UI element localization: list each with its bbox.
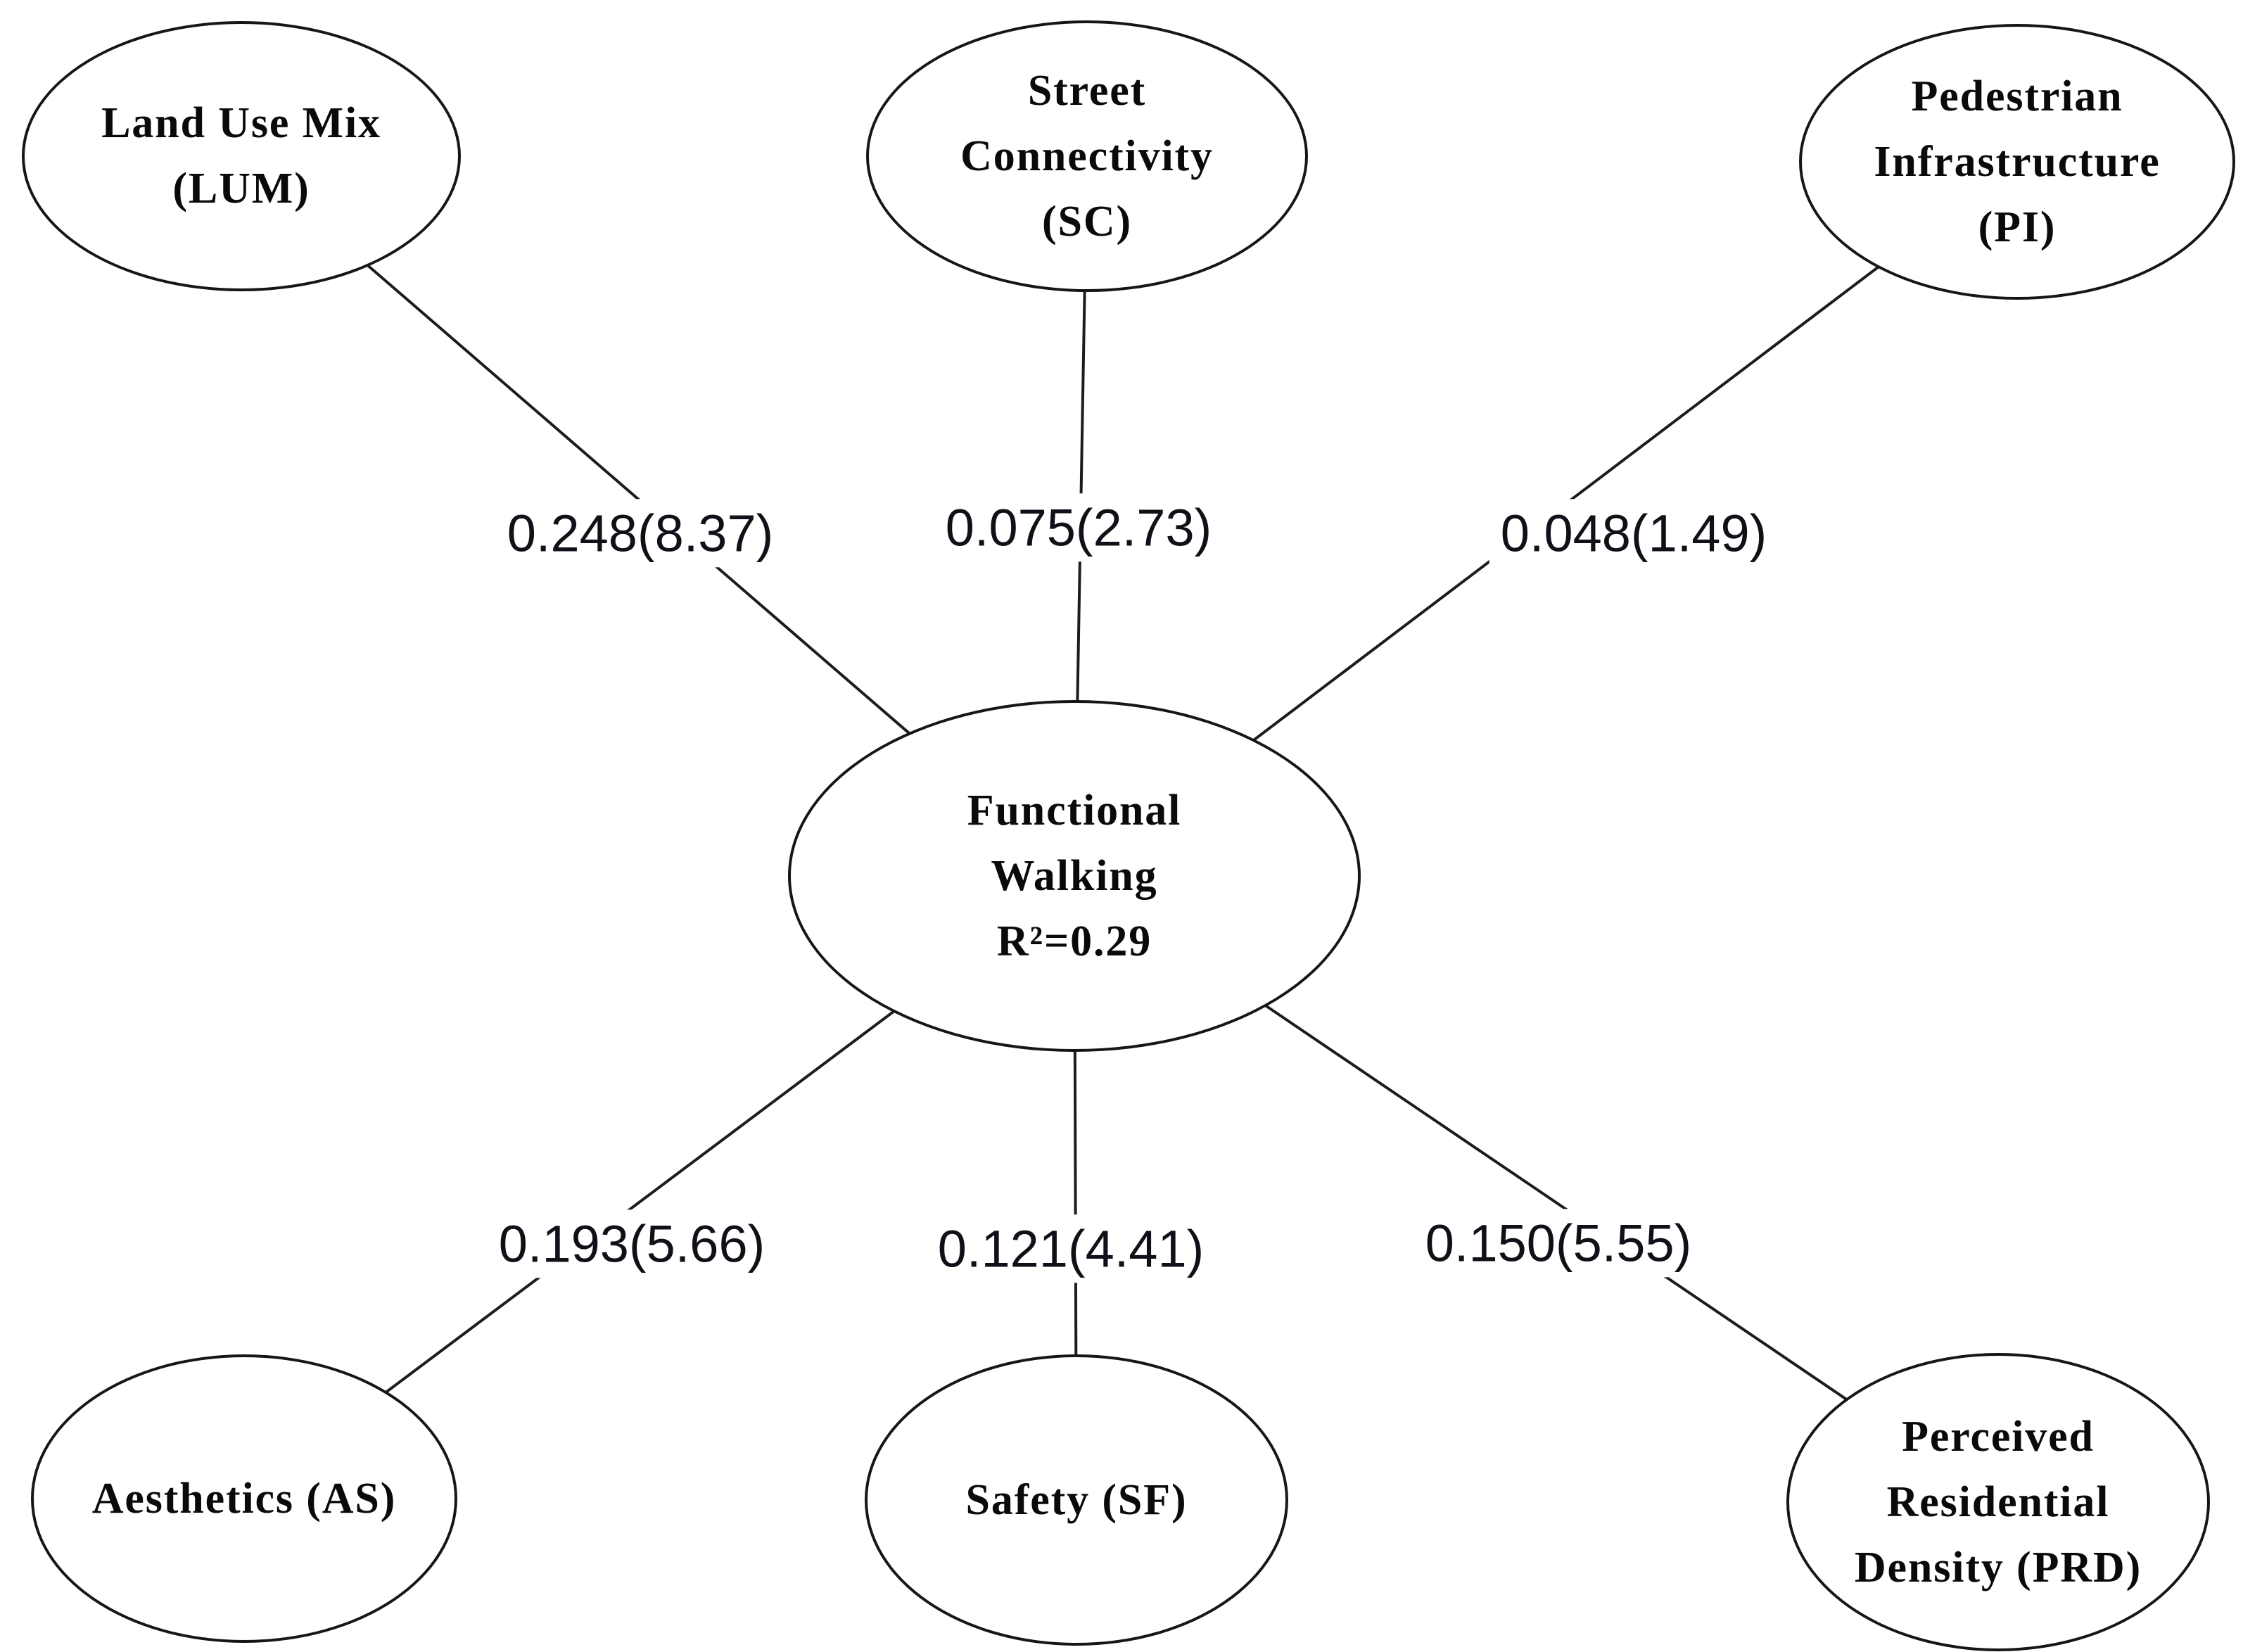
node-label-line: Street: [1027, 66, 1147, 115]
node-label: Aesthetics (AS): [92, 1466, 397, 1532]
node-label-line: Perceived: [1902, 1412, 2095, 1461]
node-label-line: Infrastructure: [1874, 137, 2161, 186]
node-aesthetics: Aesthetics (AS): [31, 1354, 457, 1643]
node-label: Safety (SF): [966, 1468, 1188, 1533]
edge-label-sf-fw: 0.121(4.41): [926, 1214, 1216, 1283]
node-label-line: Aesthetics (AS): [91, 1474, 397, 1523]
node-label-line: Functional: [967, 786, 1182, 834]
node-label: Functional Walking R²=0.29: [967, 778, 1182, 974]
node-functional-walking: Functional Walking R²=0.29: [788, 700, 1361, 1052]
node-perceived-residential-density: Perceived Residential Density (PRD): [1786, 1353, 2210, 1651]
node-label: Street Connectivity (SC): [960, 58, 1214, 255]
node-label-line: Land Use Mix: [101, 99, 381, 147]
node-label-line: Walking: [991, 851, 1158, 900]
node-land-use-mix: Land Use Mix (LUM): [22, 21, 461, 291]
edge-label-pi-fw: 0.048(1.49): [1489, 499, 1779, 568]
node-label-line: Safety (SF): [965, 1475, 1188, 1524]
node-label-line: Residential: [1886, 1478, 2110, 1526]
node-label-line: (PI): [1978, 203, 2057, 251]
node-label-line: Pedestrian: [1911, 72, 2123, 120]
node-label: Perceived Residential Density (PRD): [1855, 1404, 2142, 1601]
edge-label-prd-fw: 0.150(5.55): [1413, 1209, 1703, 1278]
node-pedestrian-infrastructure: Pedestrian Infrastructure (PI): [1799, 24, 2235, 300]
edge-label-lum-fw: 0.248(8.37): [495, 499, 785, 568]
node-safety: Safety (SF): [865, 1354, 1288, 1646]
edge-label-sc-fw: 0.075(2.73): [934, 493, 1224, 562]
node-label: Pedestrian Infrastructure (PI): [1874, 64, 2160, 260]
node-label-line: Density (PRD): [1854, 1543, 2142, 1591]
node-street-connectivity: Street Connectivity (SC): [866, 20, 1308, 292]
node-label-line: R²=0.29: [996, 917, 1152, 965]
node-label-line: (SC): [1042, 197, 1132, 246]
edge-label-as-fw: 0.193(5.66): [487, 1209, 777, 1278]
node-label-line: Connectivity: [960, 132, 1214, 180]
node-label: Land Use Mix (LUM): [101, 91, 381, 222]
node-label-line: (LUM): [172, 165, 310, 212]
